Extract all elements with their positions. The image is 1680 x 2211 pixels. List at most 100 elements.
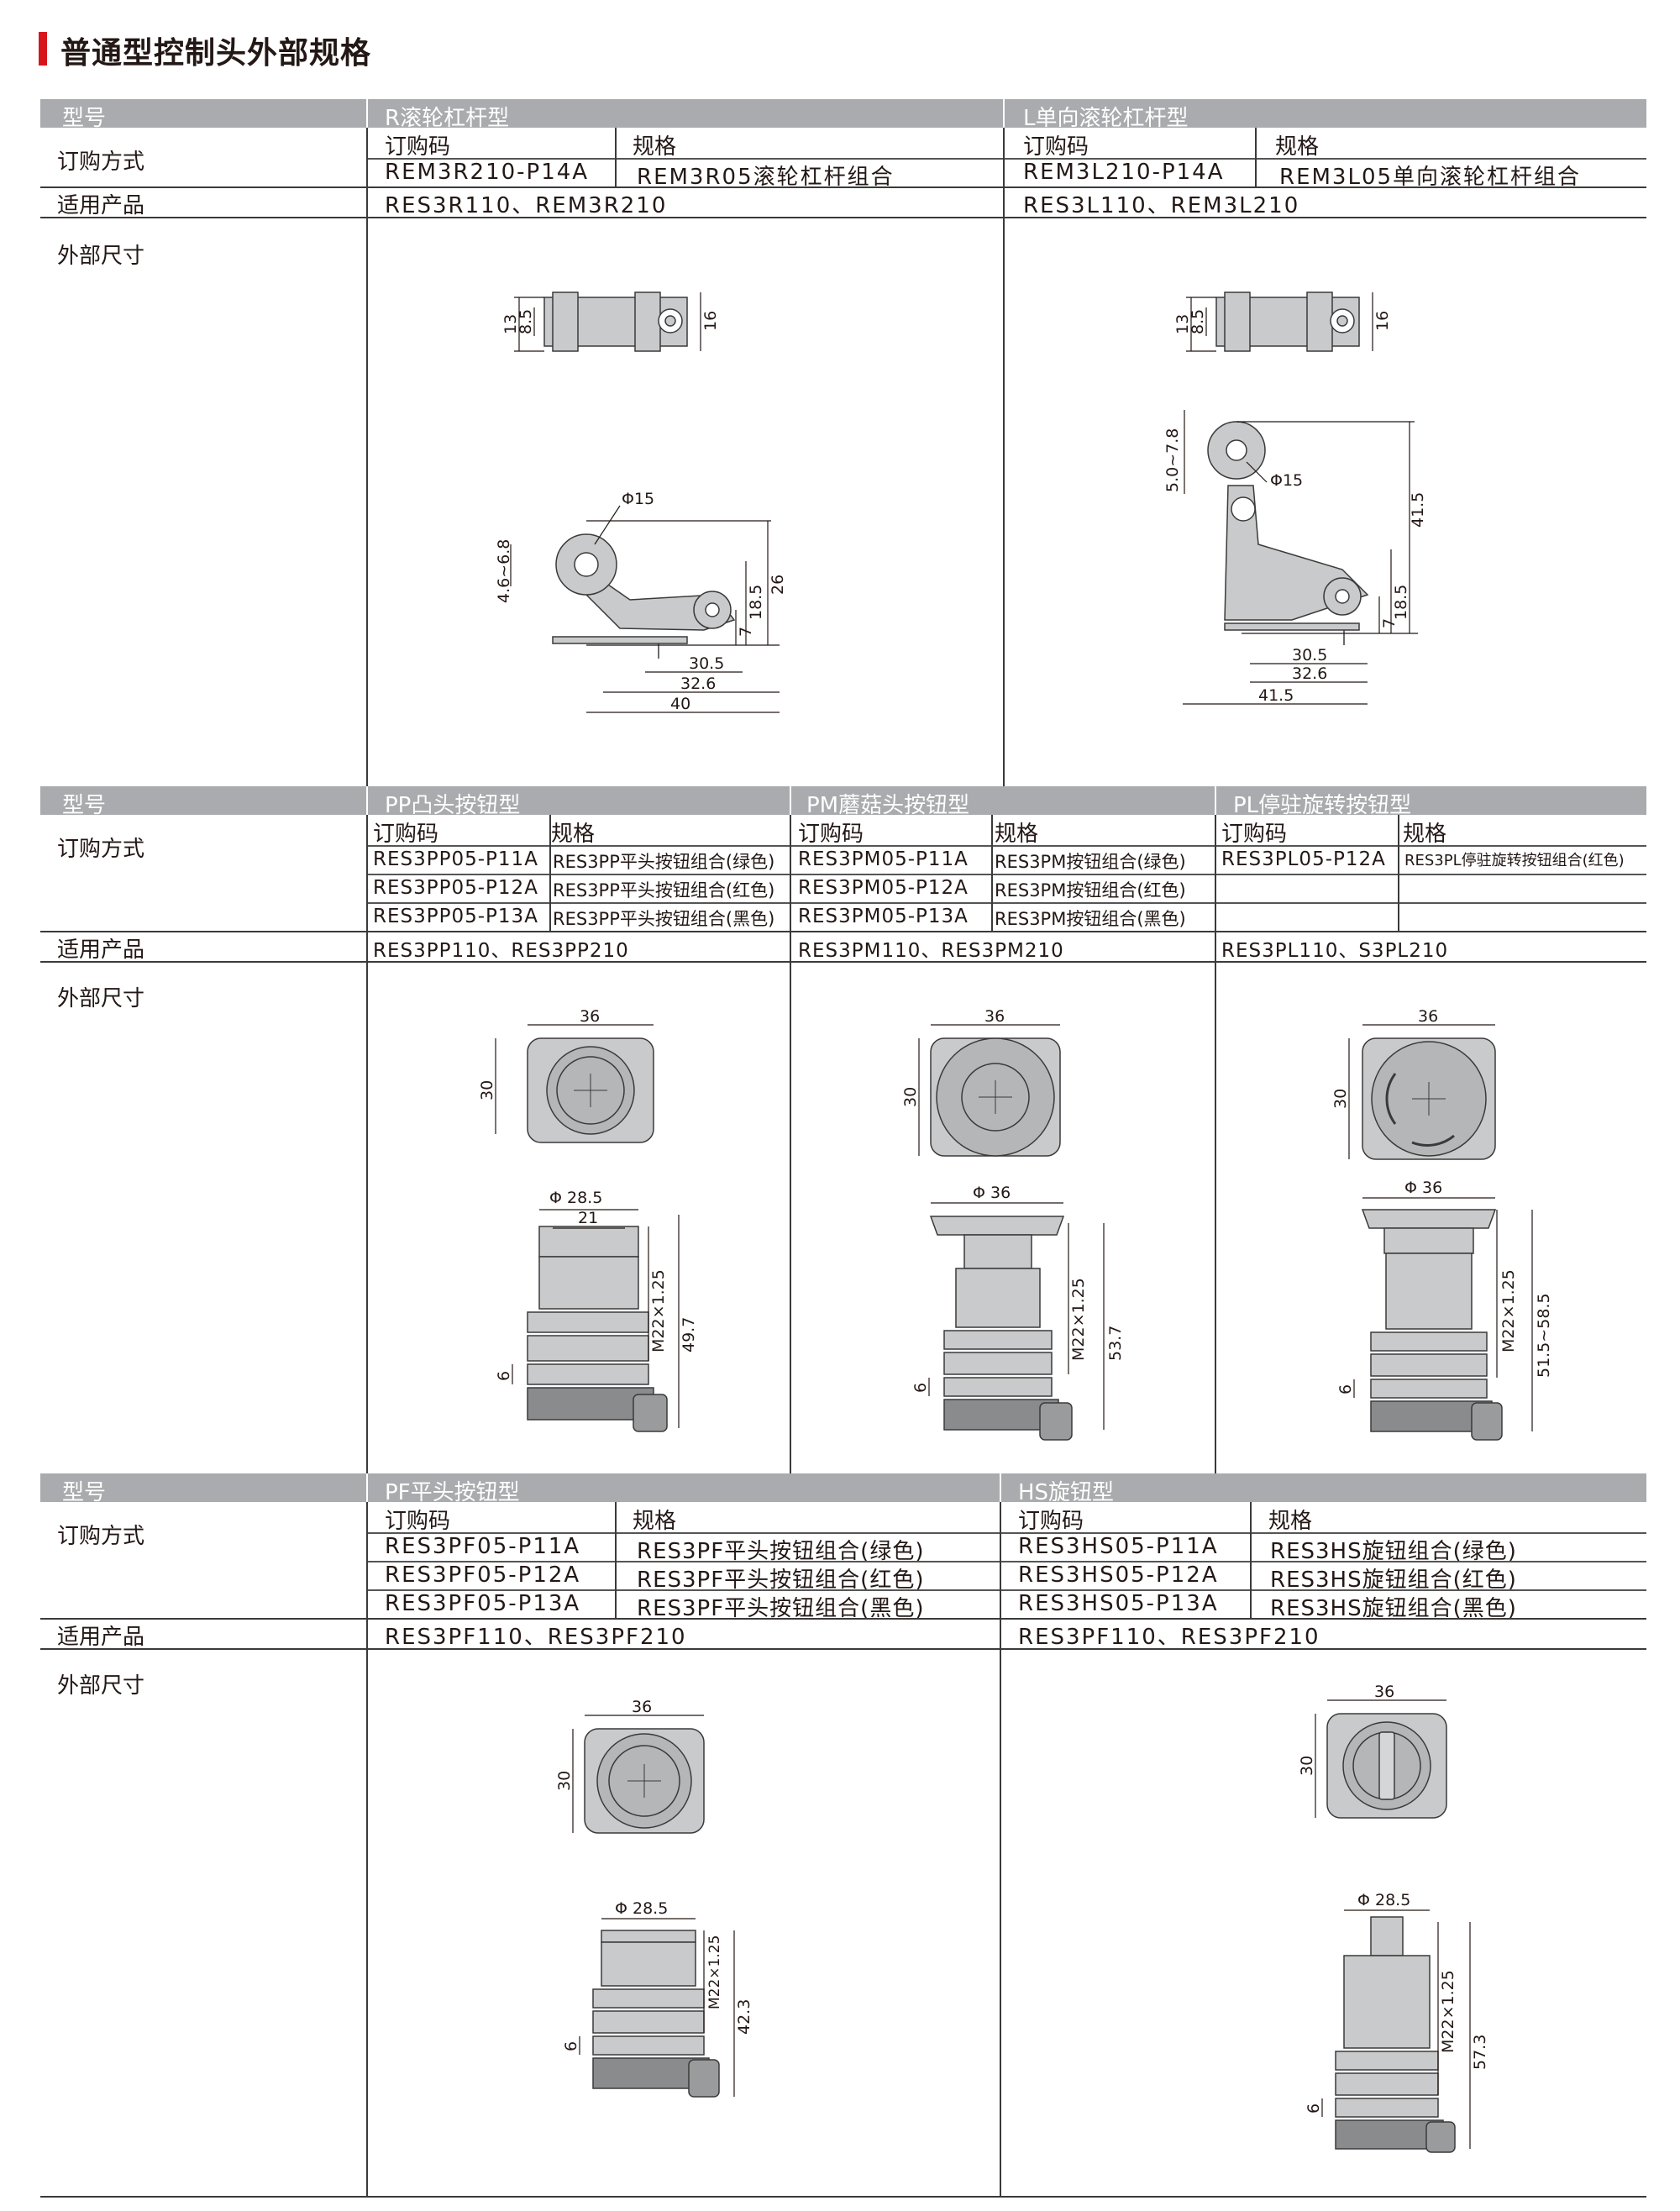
label-dims: 外部尺寸	[57, 244, 145, 269]
order-spec: RES3PM按钮组合(绿色)	[995, 852, 1186, 872]
order-spec: RES3PM按钮组合(黑色)	[995, 909, 1186, 929]
pl-button-drawing: 36 30 Φ 36 M22×1.25 51.5~58.5 6	[1309, 1008, 1594, 1445]
pm-button-drawing: 36 30 Φ 36 M22×1.25 53.7 6	[884, 1008, 1169, 1445]
col-spec: 规格	[551, 822, 596, 847]
dim-width: 36	[580, 1008, 600, 1026]
dim-height: 8.5	[517, 309, 535, 334]
dim-height: 6	[562, 2041, 580, 2051]
dim-width: 40	[670, 695, 690, 713]
applicable-products: RES3R110、REM3R210	[385, 193, 668, 218]
dim-width: 36	[632, 1699, 652, 1716]
dim-width: 32.6	[1292, 664, 1327, 683]
order-code: RES3PP05-P12A	[373, 877, 538, 899]
title-accent-bar	[39, 32, 47, 66]
col-code: 订购码	[373, 822, 439, 847]
dim-height: 42.3	[735, 1999, 753, 2035]
order-code: RES3PF05-P13A	[385, 1591, 581, 1616]
order-spec: RES3PF平头按钮组合(绿色)	[637, 1539, 925, 1564]
order-spec: RES3PP平头按钮组合(绿色)	[553, 852, 775, 872]
pp-button-drawing: 36 30 Φ 28.5 21 M22×1.25 49.7 6	[460, 1008, 729, 1445]
col-code: 订购码	[1023, 134, 1089, 160]
dim-width: 30.5	[1292, 646, 1327, 664]
label-order: 订购方式	[57, 1524, 145, 1549]
order-spec: RES3PF平头按钮组合(黑色)	[637, 1596, 925, 1621]
dim-range: 4.6~6.8	[495, 539, 513, 603]
dim-height: 6	[1305, 2103, 1323, 2114]
dim-thread: M22×1.25	[1499, 1269, 1518, 1352]
applicable-products: RES3PM110、RES3PM210	[798, 940, 1064, 962]
label-product: 适用产品	[57, 937, 145, 963]
label-order: 订购方式	[57, 837, 145, 862]
dim-height: 8.5	[1189, 309, 1207, 334]
l-roller-lever-drawing: 13 8.5 16 5.0~7.8 Φ15 41.5 18.5 7 30.5 3…	[1166, 284, 1552, 754]
col-code: 订购码	[1221, 822, 1288, 847]
order-spec: RES3PF平头按钮组合(红色)	[637, 1568, 925, 1593]
dim-height: 7	[1380, 618, 1399, 628]
order-spec: RES3PL停驻旋转按钮组合(红色)	[1404, 852, 1625, 869]
dim-diameter: Φ 28.5	[615, 1899, 668, 1918]
order-spec: RES3HS旋钮组合(黑色)	[1270, 1596, 1517, 1621]
header-row: 型号 PP凸头按钮型 PM蘑菇头按钮型 PL停驻旋转按钮型	[40, 786, 1646, 818]
label-dims: 外部尺寸	[57, 1673, 145, 1699]
header-row: 型号 R滚轮杠杆型 L单向滚轮杠杆型	[40, 99, 1646, 131]
order-spec: RES3HS旋钮组合(绿色)	[1270, 1539, 1517, 1564]
order-spec: REM3L05单向滚轮杠杆组合	[1279, 165, 1582, 190]
type-pl: PL停驻旋转按钮型	[1233, 793, 1412, 818]
col-spec: 规格	[1268, 1509, 1313, 1534]
label-order: 订购方式	[57, 150, 145, 175]
applicable-products: RES3PL110、S3PL210	[1221, 940, 1449, 962]
dim-range: 51.5~58.5	[1535, 1293, 1553, 1378]
dim-thread: M22×1.25	[706, 1935, 723, 2009]
dim-thread: M22×1.25	[1439, 1970, 1457, 2053]
dim-height: 6	[1336, 1384, 1355, 1394]
type-l-roller: L单向滚轮杠杆型	[1023, 106, 1189, 131]
dim-width: 21	[578, 1209, 598, 1227]
applicable-products: RES3PF110、RES3PF210	[385, 1625, 687, 1650]
order-code: RES3PL05-P12A	[1221, 848, 1386, 870]
dim-height: 30	[1298, 1756, 1316, 1776]
dim-width: 36	[1418, 1008, 1438, 1026]
order-code: RES3PM05-P12A	[798, 877, 969, 899]
dim-height: 30	[1331, 1089, 1350, 1109]
dim-height: 30	[901, 1087, 920, 1107]
col-spec: 规格	[633, 1509, 677, 1534]
dim-height: 16	[701, 311, 720, 331]
dim-height: 6	[911, 1383, 930, 1393]
dim-diameter: Φ15	[622, 490, 654, 508]
dim-thread: M22×1.25	[1069, 1278, 1088, 1361]
order-spec: RES3PP平头按钮组合(黑色)	[553, 909, 775, 929]
order-code: REM3L210-P14A	[1023, 160, 1225, 185]
dim-height: 6	[495, 1371, 513, 1381]
dim-diameter: Φ 28.5	[549, 1189, 602, 1207]
r-roller-lever-drawing: 13 8.5 16 Φ15 4.6~6.8 26 18.5 7 30.5 32.…	[494, 284, 880, 754]
type-pf: PF平头按钮型	[385, 1480, 520, 1505]
label-dims: 外部尺寸	[57, 986, 145, 1011]
dim-height: 49.7	[680, 1317, 698, 1352]
order-code: RES3PF05-P12A	[385, 1562, 581, 1588]
dim-height: 57.3	[1471, 2035, 1489, 2070]
label-model: 型号	[62, 106, 107, 131]
dim-width: 41.5	[1258, 686, 1294, 705]
applicable-products: RES3L110、REM3L210	[1023, 193, 1300, 218]
order-code: RES3HS05-P13A	[1018, 1591, 1219, 1616]
col-code: 订购码	[1018, 1509, 1084, 1534]
col-code: 订购码	[385, 134, 451, 160]
type-r-roller: R滚轮杠杆型	[385, 106, 510, 131]
col-code: 订购码	[385, 1509, 451, 1534]
order-code: RES3PM05-P11A	[798, 848, 969, 870]
dim-diameter: Φ 28.5	[1357, 1891, 1410, 1909]
col-spec: 规格	[1275, 134, 1320, 160]
col-code: 订购码	[798, 822, 864, 847]
order-spec: RES3PM按钮组合(红色)	[995, 880, 1186, 901]
dim-height: 18.5	[747, 585, 765, 620]
dim-range: 5.0~7.8	[1166, 428, 1182, 492]
col-spec: 规格	[995, 822, 1039, 847]
col-spec: 规格	[633, 134, 677, 160]
col-spec: 规格	[1403, 822, 1447, 847]
page-title: 普通型控制头外部规格	[60, 36, 372, 71]
order-code: RES3PP05-P13A	[373, 906, 538, 927]
pf-button-drawing: 36 30 Φ 28.5 M22×1.25 42.3 6	[548, 1699, 816, 2169]
type-pm: PM蘑菇头按钮型	[806, 793, 970, 818]
dim-height: 13	[501, 314, 520, 334]
dim-height: 7	[737, 627, 755, 637]
